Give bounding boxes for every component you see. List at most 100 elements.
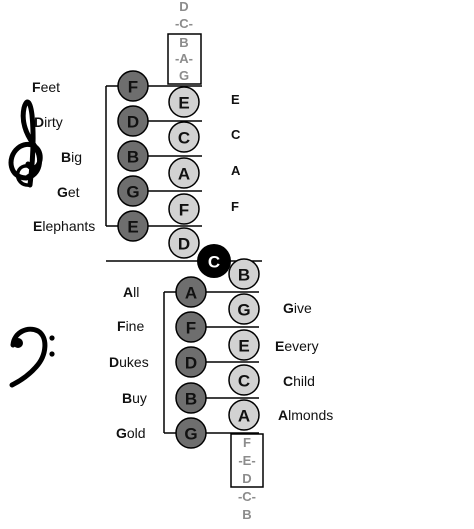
- mnemonic-rest: ine: [126, 318, 145, 334]
- bass-staff-lines: [205, 291, 259, 434]
- treble-space-letter: C: [231, 127, 241, 142]
- svg-text:E: E: [127, 218, 138, 237]
- treble-mnemonic-word: Elephants: [33, 218, 95, 234]
- ledger-note: G: [179, 68, 189, 83]
- mnemonic-rest: lephants: [42, 218, 95, 234]
- bass-line-note: A: [175, 276, 207, 308]
- ledger-note: D: [179, 0, 188, 14]
- bass-ledger-notes: F -E- D -C- B: [238, 435, 256, 522]
- treble-mnemonic-word: Big: [61, 149, 82, 165]
- mnemonic-initial: F: [32, 79, 41, 95]
- treble-space-letter: F: [231, 199, 239, 214]
- ledger-note: B: [179, 35, 188, 50]
- svg-text:F: F: [186, 319, 196, 338]
- treble-line-note: D: [117, 105, 149, 137]
- mnemonic-rest: every: [284, 338, 318, 354]
- bass-space-mnemonic-word: Give: [283, 300, 312, 316]
- treble-line-note: F: [117, 70, 149, 102]
- treble-ledger-box: [167, 33, 202, 85]
- treble-mnemonic-word: Feet: [32, 79, 60, 95]
- svg-text:F: F: [128, 78, 138, 97]
- mnemonic-initial: G: [283, 300, 294, 316]
- mnemonic-initial: F: [117, 318, 126, 334]
- treble-space-letter: A: [231, 163, 241, 178]
- mnemonic-rest: et: [68, 184, 80, 200]
- bass-space-mnemonic-word: Almonds: [278, 407, 333, 423]
- bass-ledger-box: [230, 433, 264, 488]
- treble-space-note: D: [168, 227, 200, 259]
- bass-mnemonic-word: Gold: [116, 425, 146, 441]
- bass-mnemonic-word: Fine: [117, 318, 144, 334]
- mnemonic-initial: D: [109, 354, 119, 370]
- treble-space-note: C: [168, 121, 200, 153]
- svg-text:B: B: [238, 266, 250, 285]
- treble-space-note: F: [168, 193, 200, 225]
- ledger-note: B: [242, 507, 251, 522]
- mnemonic-initial: B: [61, 149, 71, 165]
- mnemonic-rest: hild: [293, 373, 315, 389]
- treble-line-note: B: [117, 140, 149, 172]
- svg-text:D: D: [178, 235, 190, 254]
- bass-space-mnemonic-word: Child: [283, 373, 315, 389]
- treble-line-note: E: [117, 210, 149, 242]
- bass-mnemonic-word: All: [123, 284, 139, 300]
- bass-mnemonic-word: Buy: [122, 390, 147, 406]
- bass-space-note: C: [228, 364, 260, 396]
- bass-space-note: E: [228, 329, 260, 361]
- svg-text:A: A: [238, 407, 250, 426]
- mnemonic-initial: A: [278, 407, 288, 423]
- ledger-note: -C-: [175, 16, 193, 31]
- svg-text:G: G: [184, 425, 197, 444]
- bass-space-mnemonic-word: Eevery: [275, 338, 319, 354]
- mnemonic-initial: A: [123, 284, 133, 300]
- bass-clef-icon: [9, 326, 55, 388]
- treble-space-note: A: [168, 157, 200, 189]
- bass-line-note: F: [175, 311, 207, 343]
- svg-text:D: D: [127, 113, 139, 132]
- mnemonic-rest: ive: [294, 300, 312, 316]
- svg-text:B: B: [185, 390, 197, 409]
- treble-mnemonic-word: Dirty: [34, 114, 63, 130]
- svg-text:G: G: [237, 301, 250, 320]
- treble-ledger-notes: D -C- B -A- G: [175, 0, 193, 83]
- svg-text:C: C: [238, 372, 250, 391]
- mnemonic-rest: eet: [41, 79, 61, 95]
- svg-text:D: D: [185, 354, 197, 373]
- ledger-note: -E-: [238, 453, 255, 468]
- middle-c-note: C: [197, 244, 231, 278]
- mnemonic-initial: E: [275, 338, 284, 354]
- mnemonic-rest: ukes: [119, 354, 149, 370]
- ledger-note: -C-: [238, 489, 256, 504]
- mnemonic-initial: B: [122, 390, 132, 406]
- treble-mnemonic-word: Get: [57, 184, 80, 200]
- mnemonic-initial: G: [57, 184, 68, 200]
- mnemonic-initial: C: [283, 373, 293, 389]
- bass-line-note: G: [175, 417, 207, 449]
- treble-bracket: [105, 85, 119, 227]
- treble-line-note: G: [117, 175, 149, 207]
- svg-text:C: C: [178, 129, 190, 148]
- svg-text:F: F: [179, 201, 189, 220]
- bass-line-note: B: [175, 382, 207, 414]
- treble-clef-icon: [8, 99, 43, 188]
- svg-text:E: E: [238, 337, 249, 356]
- mnemonic-rest: uy: [132, 390, 147, 406]
- svg-text:C: C: [208, 253, 220, 272]
- bass-space-note: A: [228, 399, 260, 431]
- bass-bracket: [163, 291, 176, 434]
- bass-line-note: D: [175, 346, 207, 378]
- svg-text:B: B: [127, 148, 139, 167]
- svg-text:A: A: [185, 284, 197, 303]
- bass-mnemonic-word: Dukes: [109, 354, 149, 370]
- treble-space-note: E: [168, 86, 200, 118]
- mnemonic-initial: G: [116, 425, 127, 441]
- mnemonic-initial: D: [34, 114, 44, 130]
- svg-text:A: A: [178, 165, 190, 184]
- mnemonic-initial: E: [33, 218, 42, 234]
- svg-text:G: G: [126, 183, 139, 202]
- ledger-note: D: [242, 471, 251, 486]
- mnemonic-rest: ig: [71, 149, 82, 165]
- bass-space-note: G: [228, 293, 260, 325]
- mnemonic-rest: ll: [133, 284, 139, 300]
